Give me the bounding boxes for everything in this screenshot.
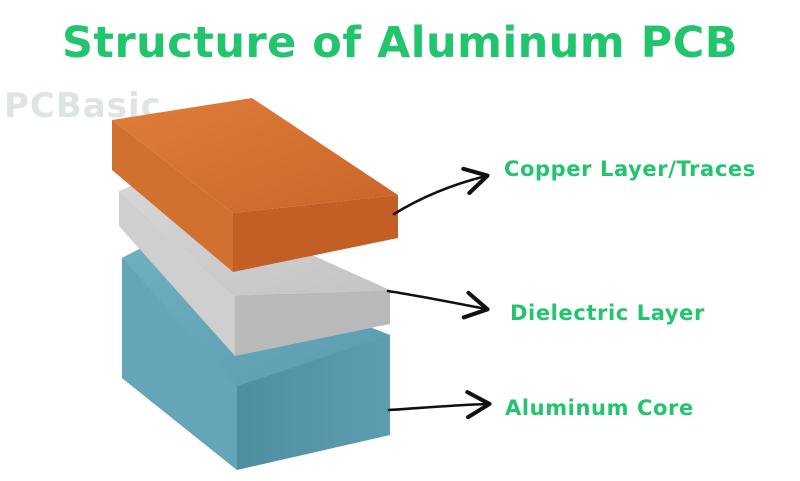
copper-arrow <box>392 166 490 216</box>
copper-layer-label: Copper Layer/Traces <box>504 157 756 181</box>
dielectric-layer-label: Dielectric Layer <box>510 301 705 325</box>
copper-layer-block <box>112 98 398 272</box>
aluminum-core-label: Aluminum Core <box>505 396 694 420</box>
core-arrow <box>387 390 492 420</box>
diagram-title: Structure of Aluminum PCB <box>61 18 739 68</box>
dielectric-arrow <box>386 289 490 320</box>
